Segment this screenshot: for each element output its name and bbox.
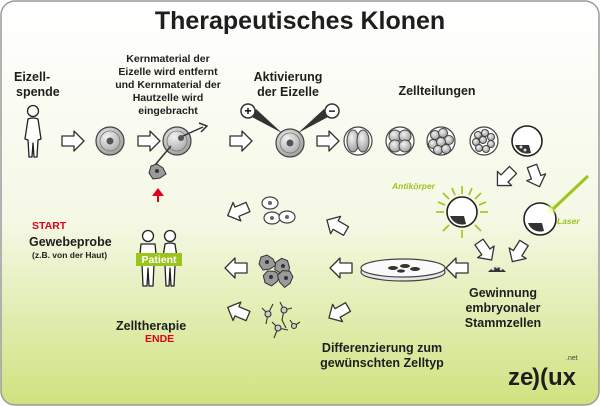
differentiation-label-1: Differenzierung zum xyxy=(322,341,442,355)
round-cells-icon xyxy=(261,196,296,225)
blastocyst-icon xyxy=(511,125,543,157)
egg-donor-woman-icon xyxy=(24,104,42,158)
nucleus-transfer-label-4: Hautzelle wird xyxy=(133,92,204,104)
diagram-title: Therapeutisches Klonen xyxy=(155,7,445,35)
stem-cell-label-1: Gewinnung xyxy=(469,286,537,300)
nucleus-transfer-label-1: Kernmaterial der xyxy=(126,53,209,65)
egg-cell-icon xyxy=(95,126,125,156)
antibody-blastocyst-icon xyxy=(436,186,488,238)
patient-badge xyxy=(136,253,182,266)
tissue-sample-label: Gewebeprobe xyxy=(29,235,112,249)
four-cell-stage-icon xyxy=(385,126,415,156)
red-arrow-up-icon xyxy=(152,188,164,202)
tissue-sample-subtitle: (z.B. von der Haut) xyxy=(32,250,107,260)
laser-blastocyst-icon xyxy=(523,202,559,236)
nucleus-transfer-label-5: eingebracht xyxy=(138,105,198,117)
end-label: ENDE xyxy=(145,333,174,345)
start-label: START xyxy=(32,220,67,232)
logo-text-right: ux xyxy=(548,364,577,391)
logo-text-left: ze xyxy=(508,364,533,391)
antibody-label: Antikörper xyxy=(391,181,436,191)
nucleus-transfer-label-3: und Kernmaterial der xyxy=(115,79,221,91)
two-cell-stage-icon xyxy=(343,126,373,156)
nerve-cells-icon xyxy=(261,301,301,339)
activation-label-2: der Eizelle xyxy=(257,85,319,99)
egg-donation-label-1: Eizell- xyxy=(14,70,50,84)
morula-dense-stage-icon xyxy=(469,126,499,156)
svg-text:−: − xyxy=(328,104,335,118)
stem-cell-cluster-icon xyxy=(488,265,506,272)
differentiation-label-2: gewünschten Zelltyp xyxy=(320,356,444,370)
nucleus-transfer-egg-icon xyxy=(154,122,209,166)
laser-label: Laser xyxy=(557,216,580,226)
egg-donation-label-2: spende xyxy=(16,85,60,99)
cell-division-label: Zellteilungen xyxy=(398,84,475,98)
cell-therapy-label: Zelltherapie xyxy=(116,319,186,333)
patient-label: Patient xyxy=(141,254,177,266)
svg-text:+: + xyxy=(244,104,251,118)
stem-cell-label-2: embryonaler xyxy=(465,301,540,315)
morula-stage-icon xyxy=(426,126,456,156)
activation-egg-icon: + − xyxy=(240,103,340,158)
activation-label-1: Aktivierung xyxy=(254,70,323,84)
stem-cell-label-3: Stammzellen xyxy=(465,316,541,330)
petri-dish-icon xyxy=(360,258,446,282)
logo-separator: )( xyxy=(532,364,548,391)
nucleus-transfer-label-2: Eizelle wird entfernt xyxy=(118,66,218,78)
logo-suffix: .net xyxy=(566,355,578,362)
laser-beam-icon xyxy=(551,174,590,211)
zellux-logo: ze )( ux .net xyxy=(508,355,578,391)
